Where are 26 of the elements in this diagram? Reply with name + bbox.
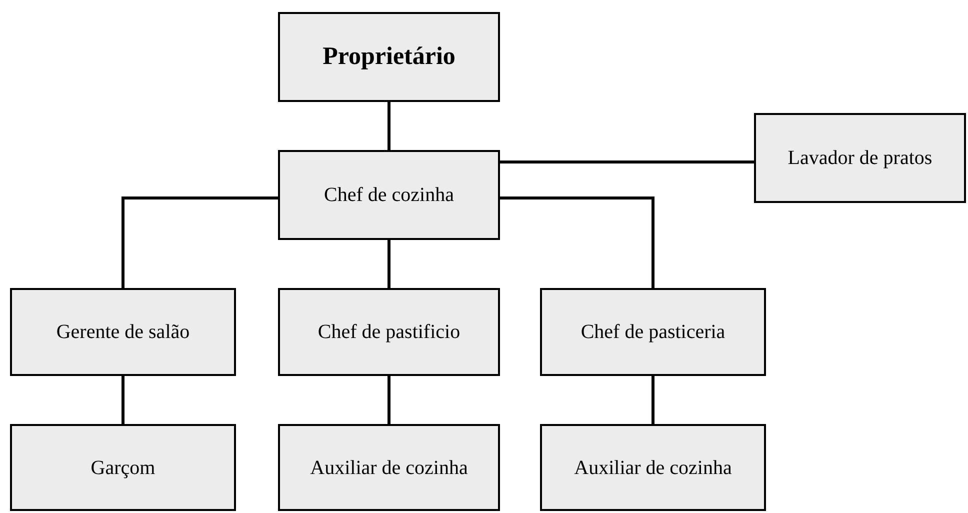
connector-line xyxy=(388,102,390,150)
role-name: Chef de pasticeria xyxy=(580,320,726,345)
role-name: Proprietário xyxy=(322,42,456,72)
role-box xyxy=(10,288,236,376)
role-name: Auxiliar de cozinha xyxy=(574,456,732,480)
role-box xyxy=(754,113,966,203)
role-name: Chef de cozinha xyxy=(324,183,454,208)
connector-line xyxy=(652,376,654,424)
role-name: Lavador de pratos xyxy=(788,146,932,171)
connector-line xyxy=(500,196,654,288)
connector-line xyxy=(388,376,390,424)
connector-line xyxy=(122,376,124,424)
connector-line xyxy=(122,196,278,288)
connector-line xyxy=(388,240,390,288)
role-box xyxy=(540,288,766,376)
role-box xyxy=(10,424,236,511)
role-box xyxy=(278,288,500,376)
role-box xyxy=(278,12,500,102)
role-box xyxy=(278,424,500,511)
role-box xyxy=(278,150,500,240)
role-name: Auxiliar de cozinha xyxy=(310,456,468,480)
connector-line xyxy=(500,160,754,164)
role-name: Gerente de salão xyxy=(56,320,190,345)
role-box xyxy=(540,424,766,511)
role-name: Garçom xyxy=(90,456,156,480)
role-name: Chef de pastificio xyxy=(318,320,460,345)
